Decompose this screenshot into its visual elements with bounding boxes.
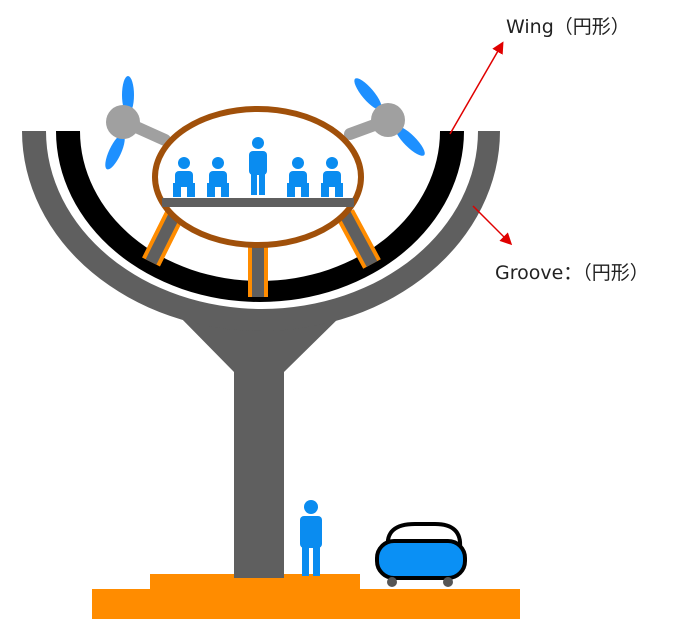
propeller-icon	[105, 76, 140, 170]
propeller-icon	[354, 78, 425, 156]
pod-floor	[162, 198, 354, 207]
wing-arrow	[449, 41, 504, 135]
car-icon	[375, 522, 467, 587]
person-icon	[300, 500, 322, 576]
passenger-pod	[152, 106, 364, 248]
groove-arrow	[472, 205, 513, 246]
outer-bowl	[22, 131, 500, 331]
tower-column	[234, 360, 284, 578]
base-step	[150, 574, 360, 592]
wing-label: Wing（円形）	[506, 16, 630, 38]
base-platform	[92, 589, 520, 619]
groove-label: Groove：（円形）	[495, 262, 649, 284]
